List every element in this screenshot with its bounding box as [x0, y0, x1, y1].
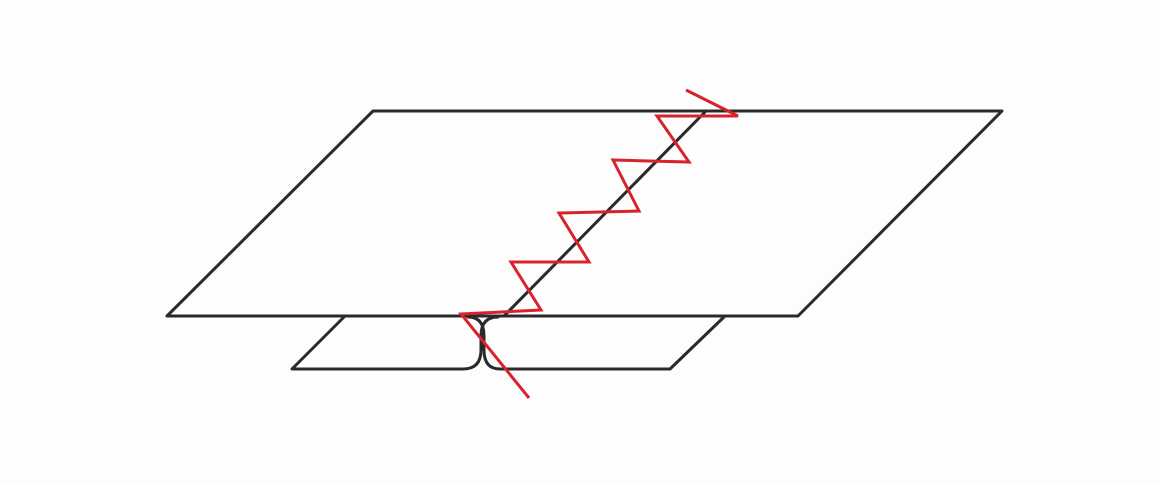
lower-fabric-left-flap	[290, 315, 500, 371]
top-fabric-panel	[165, 109, 1004, 318]
seam-line	[502, 109, 708, 318]
zigzag-stitch	[457, 88, 739, 399]
lower-fabric-right-flap	[466, 315, 726, 371]
